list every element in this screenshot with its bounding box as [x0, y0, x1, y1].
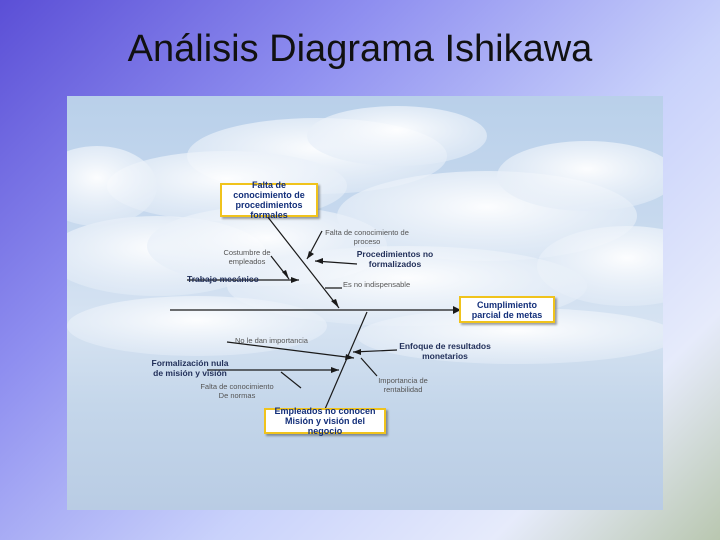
twig-proceso-arrowhead	[307, 251, 314, 259]
label-es-no-indispensable: Es no indispensable	[343, 280, 411, 289]
effect-box: Cumplimiento parcial de metas	[459, 296, 555, 323]
bone-upper	[266, 215, 340, 309]
twig-importancia-arrowhead	[345, 354, 354, 360]
bone-lower	[321, 311, 368, 417]
twig-trabajo-arrowhead	[291, 277, 299, 283]
label-falta-normas: Falta de conocimiento De normas	[200, 382, 274, 400]
label-enfoque-resultados: Enfoque de resultados monetarios	[399, 341, 491, 361]
cause-box-procedimientos: Falta de conocimiento de procedimientos …	[220, 180, 318, 220]
label-procedimientos-no-formalizados: Procedimientos no formalizados	[356, 249, 434, 269]
twig-formalizacion-arrowhead	[331, 367, 339, 373]
bone-upper-arrowhead	[331, 299, 339, 308]
twig-normas	[280, 371, 302, 389]
spine-arrowhead	[453, 306, 461, 314]
twig-rentabilidad	[360, 357, 378, 377]
twig-enfoque-arrowhead	[353, 349, 361, 355]
label-formalizacion-nula: Formalización nula de misión y visión	[151, 358, 229, 378]
cause-box-mision: Empleados no conocen Misión y visión del…	[264, 406, 386, 436]
twig-costumbre-arrowhead	[282, 270, 289, 279]
cloud-background	[67, 106, 663, 364]
diagram-panel: Falta de conocimiento de procedimientos …	[67, 96, 663, 510]
fishbone-lines	[170, 215, 461, 417]
label-no-importancia: No le dan importancia	[235, 336, 308, 345]
label-importancia-rentabilidad: Importancia de rentabilidad	[378, 376, 428, 394]
twig-procedimientos-arrowhead	[315, 258, 323, 264]
twig-importancia	[226, 341, 355, 359]
label-trabajo-mecanico: Trabajo mecánico	[187, 274, 259, 284]
label-falta-proceso: Falta de conocimiento de proceso	[325, 228, 409, 246]
label-costumbre: Costumbre de empleados	[223, 248, 271, 266]
slide-title: Análisis Diagrama Ishikawa	[127, 28, 593, 70]
